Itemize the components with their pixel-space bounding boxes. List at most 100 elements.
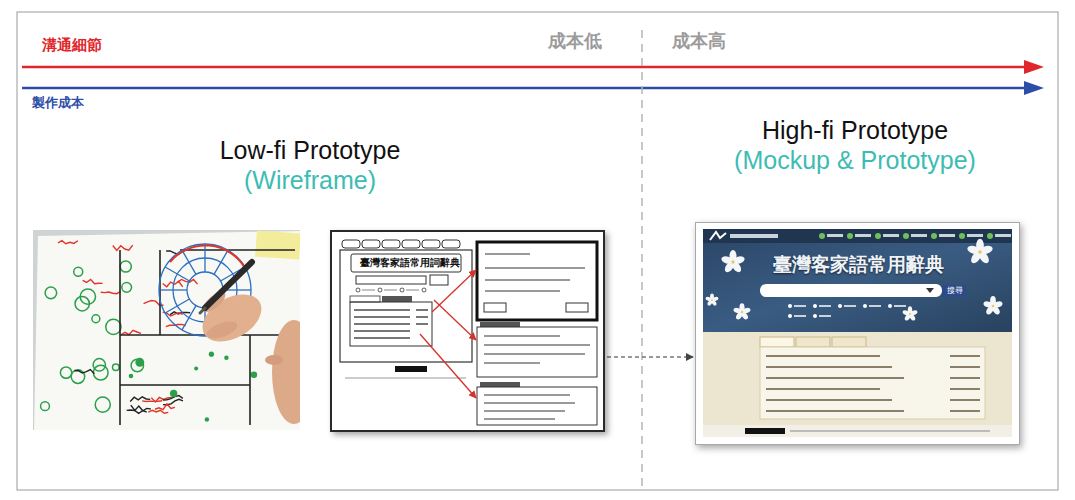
sketch-scribbles [209,352,214,357]
mockup-picture [950,410,980,412]
mockup-picture [705,239,1003,322]
cost-axis [22,81,1044,95]
sketch-circle [159,289,187,290]
sketch-scribbles [129,374,134,379]
sketch-scribbles [41,241,293,422]
wireframe-picture [384,290,397,291]
sketch-scribbles [45,287,57,299]
sketch-scribbles [83,279,103,283]
mockup-picture [745,428,785,434]
wireframe-picture [420,334,476,398]
wireframe-picture [430,275,448,285]
wireframe-picture [356,276,426,284]
mockup-picture [819,305,831,307]
mockup-picture [788,314,792,318]
sketch-circle [214,250,228,274]
wireframe-picture [422,240,440,248]
wireframe-picture [485,254,585,291]
mockup-picture [939,234,955,237]
wireframe-picture [378,288,382,292]
axis-label: 溝通細節 [42,36,102,54]
wireframe-picture [382,240,400,248]
mockup-picture [950,388,980,390]
wireframe-picture [416,323,428,325]
mockup-picture [741,311,743,313]
mockup-picture [720,250,745,274]
divider-line [641,30,643,490]
sketch-scribbles [71,370,85,384]
mockup-picture [967,234,983,237]
mockup-picture [855,234,871,237]
sketch-scribbles [92,315,100,323]
sketch-scribbles [121,330,141,334]
wireframe-screen: 臺灣客家語常用詞辭典 [330,230,605,432]
mockup-picture [966,244,981,255]
sketch-scribbles [95,397,110,412]
sketch-scribbles [74,267,83,276]
mockup-picture [819,315,831,317]
wireframe-picture [480,322,520,327]
mockup-picture [950,399,980,401]
mockup-picture [931,233,937,239]
wireframe-picture [402,240,420,248]
axis-label: 製作成本 [32,95,84,111]
wireframe-picture [362,240,380,248]
sketch-circle [182,250,196,274]
cost-axis [1024,81,1044,95]
mockup-picture [705,293,719,306]
mockup-picture [888,304,892,308]
hand [200,308,205,313]
mockup-picture [992,305,995,308]
wireframe-picture [350,302,432,346]
sketch-photo [33,230,300,430]
wireframe-picture [432,270,476,312]
wireframe-picture [434,300,476,340]
outer-frame [17,12,1058,490]
mockup-picture [766,377,904,379]
mockup-picture [832,337,866,347]
mockup-picture [703,425,1012,437]
mockup-picture [844,305,856,307]
wireframe-picture [484,353,585,355]
sketch-scribbles [106,319,121,334]
mockup-picture [703,229,1012,243]
sketch-scribbles [113,245,133,250]
sketch-scribbles [135,358,144,367]
mockup-picture [827,234,843,237]
mockup-picture [950,366,980,368]
mockup-picture [909,313,911,315]
wireframe-picture [485,267,585,269]
mockup-picture [788,304,906,318]
wireframe-picture [362,290,419,291]
sketch-scribbles [41,402,50,411]
wireframe-picture [354,330,410,332]
section-title: Low-fi Prototype [220,135,401,165]
mockup-picture [788,304,792,308]
wireframe-picture [485,279,570,281]
sketch-scribbles [101,291,121,293]
hand [205,262,252,308]
mockup-screen: 臺灣客家語常用辭典搜尋 [695,222,1020,445]
mockup-picture [942,285,966,297]
sketch-scribbles [120,261,131,272]
wireframe-picture [416,309,428,311]
wireframe-picture [356,288,426,292]
section-subtitle: (Wireframe) [244,165,376,195]
mockup-picture [987,233,993,239]
cost-axis [22,87,1030,90]
screen-title: 臺灣客家語常用詞辭典 [355,257,465,269]
sketch-floorplan [119,250,121,425]
wireframe-picture [354,323,410,325]
hand [194,262,300,424]
mockup-picture [894,305,906,307]
wireframe-picture [342,240,360,248]
mockup-picture [995,234,1011,237]
mockup-picture [695,222,1020,445]
mockup-picture [883,234,899,237]
mockup-picture [902,309,911,316]
detail-axis [22,60,1044,74]
wireframe-picture [484,418,555,420]
mockup-picture [902,306,918,321]
wireframe-picture [342,240,460,248]
